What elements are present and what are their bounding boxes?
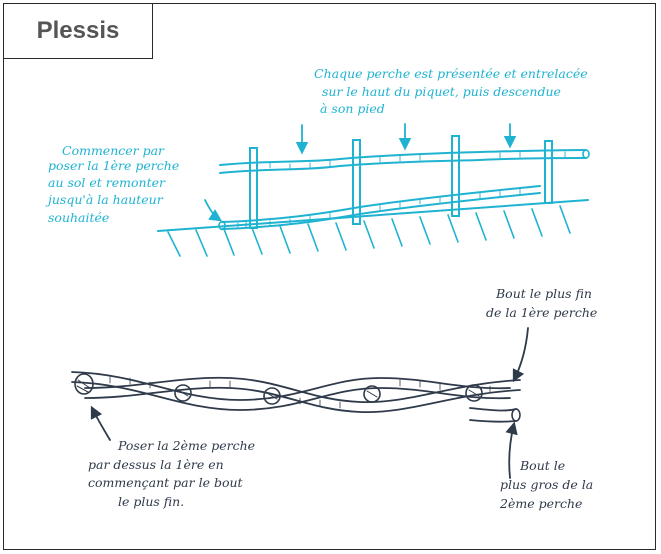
lower-pole — [221, 185, 541, 223]
note-left: Commencer par poser la 1ère perche au so… — [45, 143, 179, 225]
note-top-right-line: de la 1ère perche — [486, 305, 597, 320]
note-bottom-right: Bout le plus gros de la 2ème perche — [499, 458, 593, 511]
note-bottom-right-line: plus gros de la — [500, 477, 593, 492]
pole-end-left — [74, 373, 94, 395]
start-pointer-arrow — [204, 199, 223, 222]
note-bottom-left-line: commençant par le bout — [88, 475, 244, 490]
note-bottom-left-line: par dessus la 1ère en — [88, 457, 224, 472]
note-left-line: poser la 1ère perche — [48, 158, 179, 173]
note-top-line: Chaque perche est présentée et entrelacé… — [314, 66, 588, 81]
note-top-line: à son pied — [320, 101, 385, 116]
note-left-line: au sol et remonter — [48, 175, 166, 190]
note-bottom-left: Poser la 2ème perche par dessus la 1ère … — [88, 438, 255, 509]
fence-diagram — [157, 123, 590, 257]
stake — [544, 140, 553, 204]
second-pole — [84, 376, 521, 403]
note-bottom-right-line: Bout le — [519, 458, 565, 473]
figure-frame — [3, 3, 656, 550]
thick-end-arrow — [505, 421, 518, 479]
note-left-line: jusqu'à la hauteur — [45, 192, 164, 207]
ground-line — [157, 199, 589, 232]
note-bottom-right-line: 2ème perche — [499, 496, 582, 511]
thin-end-arrow — [512, 327, 529, 383]
note-top-right-line: Bout le plus fin — [495, 286, 592, 301]
braided-poles — [71, 327, 529, 479]
stake — [352, 139, 361, 225]
title-box: Plessis — [3, 3, 153, 59]
note-bottom-left-line: le plus fin. — [118, 494, 184, 509]
note-bottom-left-line: Poser la 2ème perche — [117, 438, 255, 453]
note-top: Chaque perche est présentée et entrelacé… — [314, 66, 588, 116]
note-left-line: Commencer par — [62, 143, 165, 158]
page-title: Plessis — [36, 17, 120, 44]
ground-hatching — [167, 205, 571, 257]
down-arrows — [295, 123, 517, 155]
note-top-line: sur le haut du piquet, puis descendue — [322, 84, 561, 99]
note-top-right: Bout le plus fin de la 1ère perche — [486, 286, 597, 320]
upper-pole — [219, 149, 587, 166]
second-pole-arrow — [90, 405, 111, 441]
note-left-line: souhaitée — [48, 210, 109, 225]
stake — [451, 135, 460, 217]
